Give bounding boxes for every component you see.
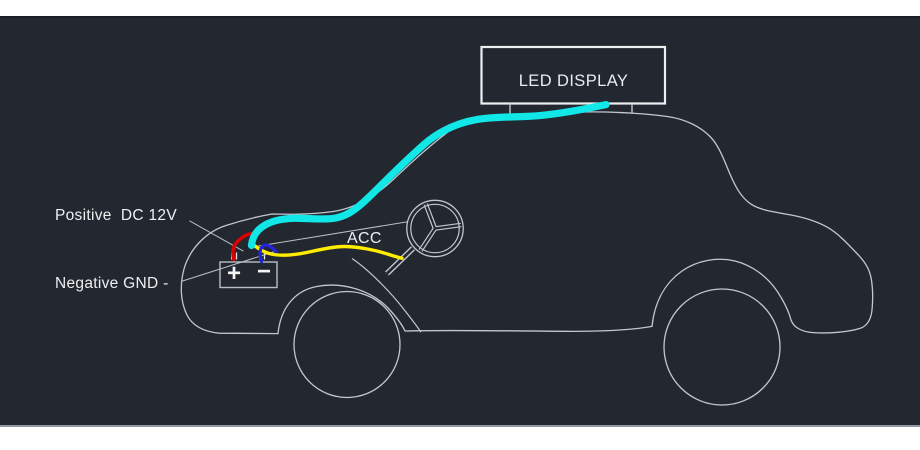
negative-label: Negative GND - [55,275,169,292]
steering-wheel-icon [406,199,464,258]
acc-wire-yellow [250,241,404,260]
led-display-box [480,45,667,105]
steering-column-gap [386,247,414,275]
battery-plus-symbol: + [226,260,241,287]
door-seam-line [351,258,422,333]
car-body-outline [180,111,874,335]
battery-minus-symbol: − [256,258,271,285]
ground-wire-blue [258,243,279,264]
battery-box [219,261,278,289]
steering-wheel-outer-rim [406,199,464,258]
positive-label: Positive DC 12V [55,207,177,224]
positive-wire-red [231,231,253,262]
diagram-panel [0,16,920,427]
led-display-label: LED DISPLAY [518,72,629,90]
front-wheel [293,290,401,399]
rear-wheel [663,288,781,406]
steering-wheel-inner-rim [410,203,460,254]
acc-label: ACC [347,230,382,247]
dash-reference-line [250,221,408,248]
power-wire-cyan [247,101,610,250]
